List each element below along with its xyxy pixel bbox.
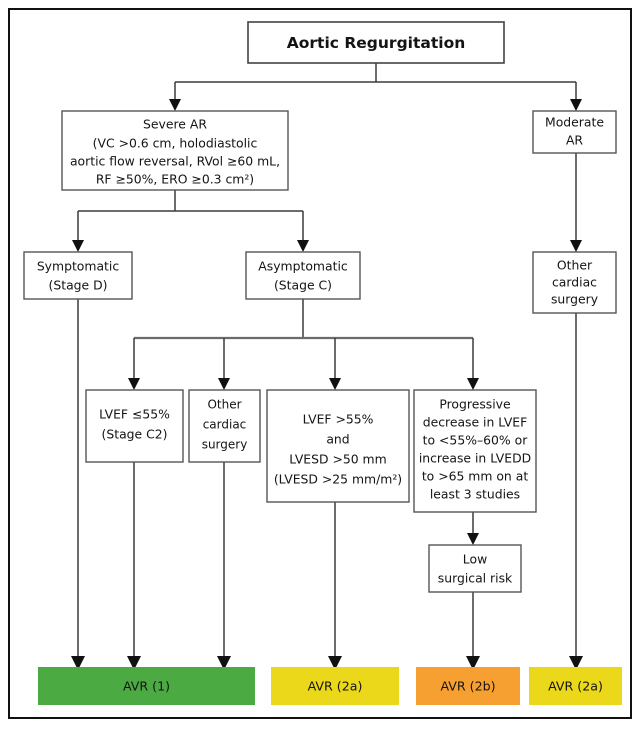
node-label-ocs-mid-line-3: surgery (202, 438, 248, 452)
node-label-low-risk-line-1: Low (463, 552, 487, 567)
node-label-progressive-line-4: increase in LVEDD (419, 451, 531, 466)
node-label-asymptomatic-line-1: Asymptomatic (258, 259, 348, 274)
outcome-avr-2a-right: AVR (2a) (529, 667, 622, 705)
node-label-ocs-right-line-3: surgery (551, 292, 598, 307)
outcome-avr-1: AVR (1) (38, 667, 255, 705)
node-aortic-regurgitation: Aortic Regurgitation (247, 21, 505, 64)
node-label-severe-ar-line-4: RF ≥50%, ERO ≥0.3 cm²) (96, 172, 254, 187)
node-low-surgical-risk: Low surgical risk (428, 544, 522, 593)
node-label-severe-ar-line-2: (VC >0.6 cm, holodiastolic (93, 136, 258, 151)
outcome-label-avr-2a-left: AVR (2a) (308, 679, 363, 694)
node-label-progressive-line-3: to <55%–60% or (423, 433, 529, 448)
node-label-symptomatic-line-2: (Stage D) (49, 278, 108, 293)
node-label-progressive-line-2: decrease in LVEF (423, 415, 528, 430)
node-moderate-ar: Moderate AR (532, 110, 617, 154)
node-label-ocs-right-line-1: Other (557, 258, 593, 273)
node-label-lvef55-line-2: (Stage C2) (102, 427, 168, 442)
node-label-ocs-mid-line-2: cardiac (203, 418, 247, 432)
node-label-lvef-lvesd-line-4: (LVESD >25 mm/m²) (274, 472, 402, 487)
node-label-lvef-lvesd-line-1: LVEF >55% (303, 412, 374, 427)
node-label-progressive-line-5: to >65 mm on at (422, 469, 529, 484)
node-label-moderate-ar-line-2: AR (566, 133, 583, 148)
node-label-severe-ar-line-1: Severe AR (143, 117, 207, 132)
node-other-cardiac-surgery-right: Other cardiac surgery (532, 251, 617, 314)
node-label-symptomatic-line-1: Symptomatic (37, 259, 120, 274)
node-label-asymptomatic-line-2: (Stage C) (274, 278, 332, 293)
node-progressive-decrease: Progressive decrease in LVEF to <55%–60%… (413, 389, 537, 513)
arrowheads (71, 99, 583, 670)
node-label-low-risk-line-2: surgical risk (438, 571, 513, 586)
node-symptomatic: Symptomatic (Stage D) (23, 251, 133, 300)
node-label-progressive-line-1: Progressive (439, 397, 510, 412)
node-label-ocs-mid-line-1: Other (207, 398, 241, 412)
node-label-lvef-lvesd-line-2: and (326, 432, 349, 447)
node-label-ocs-right-line-2: cardiac (552, 275, 597, 290)
node-lvef-55-or-less: LVEF ≤55% (Stage C2) (85, 389, 184, 463)
outcome-label-avr-2a-right: AVR (2a) (548, 679, 603, 694)
node-label-lvef-lvesd-line-3: LVESD >50 mm (289, 452, 386, 467)
outcome-label-avr-2b: AVR (2b) (440, 679, 495, 694)
outcome-avr-2b: AVR (2b) (416, 667, 520, 705)
node-other-cardiac-surgery-mid: Other cardiac surgery (188, 389, 261, 463)
node-label-severe-ar-line-3: aortic flow reversal, RVol ≥60 mL, (70, 154, 280, 169)
connectors (77, 63, 577, 663)
outcome-avr-2a-left: AVR (2a) (271, 667, 399, 705)
node-label-lvef55-line-1: LVEF ≤55% (99, 407, 170, 422)
node-lvef-lvesd: LVEF >55% and LVESD >50 mm (LVESD >25 mm… (266, 389, 410, 503)
node-asymptomatic: Asymptomatic (Stage C) (245, 251, 361, 300)
node-label-progressive-line-6: least 3 studies (430, 487, 520, 502)
outcome-label-avr-1: AVR (1) (123, 679, 170, 694)
node-severe-ar: Severe AR (VC >0.6 cm, holodiastolic aor… (61, 110, 289, 191)
node-label-moderate-ar-line-1: Moderate (545, 115, 604, 130)
node-label-root: Aortic Regurgitation (287, 34, 466, 52)
